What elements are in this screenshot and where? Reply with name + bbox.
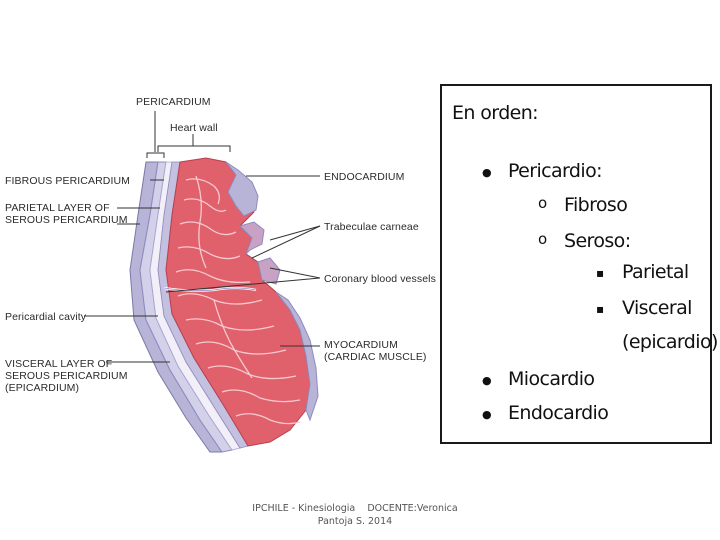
pericardium-bracket	[146, 111, 165, 158]
footer-line-1: IPCHILE - Kinesiologia DOCENTE:Veronica	[252, 503, 458, 514]
item-seroso: Seroso:	[564, 230, 631, 252]
endocardium-right-edge	[275, 291, 319, 422]
item-endocardio: Endocardio	[508, 402, 609, 424]
bullet-level2-icon: o	[538, 194, 548, 212]
item-epicardio: (epicardio)	[622, 331, 718, 353]
summary-box: En orden: ● Pericardio: o Fibroso o Sero…	[440, 84, 718, 444]
item-miocardio: Miocardio	[508, 368, 595, 390]
item-parietal: Parietal	[622, 261, 689, 283]
label-myocardium-line2: (CARDIAC MUSCLE)	[324, 351, 427, 363]
item-fibroso: Fibroso	[564, 194, 628, 216]
bullet-level1-icon: ●	[482, 166, 492, 179]
label-coronary-blood-vessels: Coronary blood vessels	[324, 273, 436, 285]
endocardium-layer	[225, 161, 259, 217]
label-pericardium: PERICARDIUM	[136, 96, 211, 108]
bullet-level3-icon: ▪	[596, 302, 605, 316]
leader-lines	[84, 175, 321, 363]
label-pericardial-cavity: Pericardial cavity	[5, 311, 87, 323]
summary-title: En orden:	[452, 102, 539, 124]
label-heart-wall: Heart wall	[170, 122, 218, 134]
label-parietal-layer-line1: PARIETAL LAYER OF	[5, 202, 110, 214]
trabeculae-bump-2	[257, 257, 281, 285]
label-visceral-layer-line2: SEROUS PERICARDIUM	[5, 370, 128, 382]
heart-wall-bracket	[157, 134, 231, 152]
bullet-level3-icon: ▪	[596, 266, 605, 280]
bullet-level1-icon: ●	[482, 374, 492, 387]
label-trabeculae-carneae: Trabeculae carneae	[324, 221, 419, 233]
bullet-level2-icon: o	[538, 230, 548, 248]
slide-footer: IPCHILE - Kinesiologia DOCENTE:Veronica …	[230, 502, 480, 528]
label-parietal-layer-line2: SEROUS PERICARDIUM	[5, 214, 128, 226]
bullet-level1-icon: ●	[482, 408, 492, 421]
label-fibrous-pericardium: FIBROUS PERICARDIUM	[5, 175, 130, 187]
label-visceral-layer-line3: (EPICARDIUM)	[5, 382, 80, 394]
item-visceral: Visceral	[622, 297, 692, 319]
footer-line-2: Pantoja S. 2014	[317, 516, 393, 527]
trabeculae-bump-1	[239, 221, 265, 255]
label-endocardium: ENDOCARDIUM	[324, 171, 405, 183]
muscle-fiber-lines	[175, 175, 301, 425]
label-myocardium-line1: MYOCARDIUM	[324, 339, 398, 351]
item-pericardio: Pericardio:	[508, 160, 603, 182]
label-visceral-layer-line1: VISCERAL LAYER OF	[5, 358, 113, 370]
